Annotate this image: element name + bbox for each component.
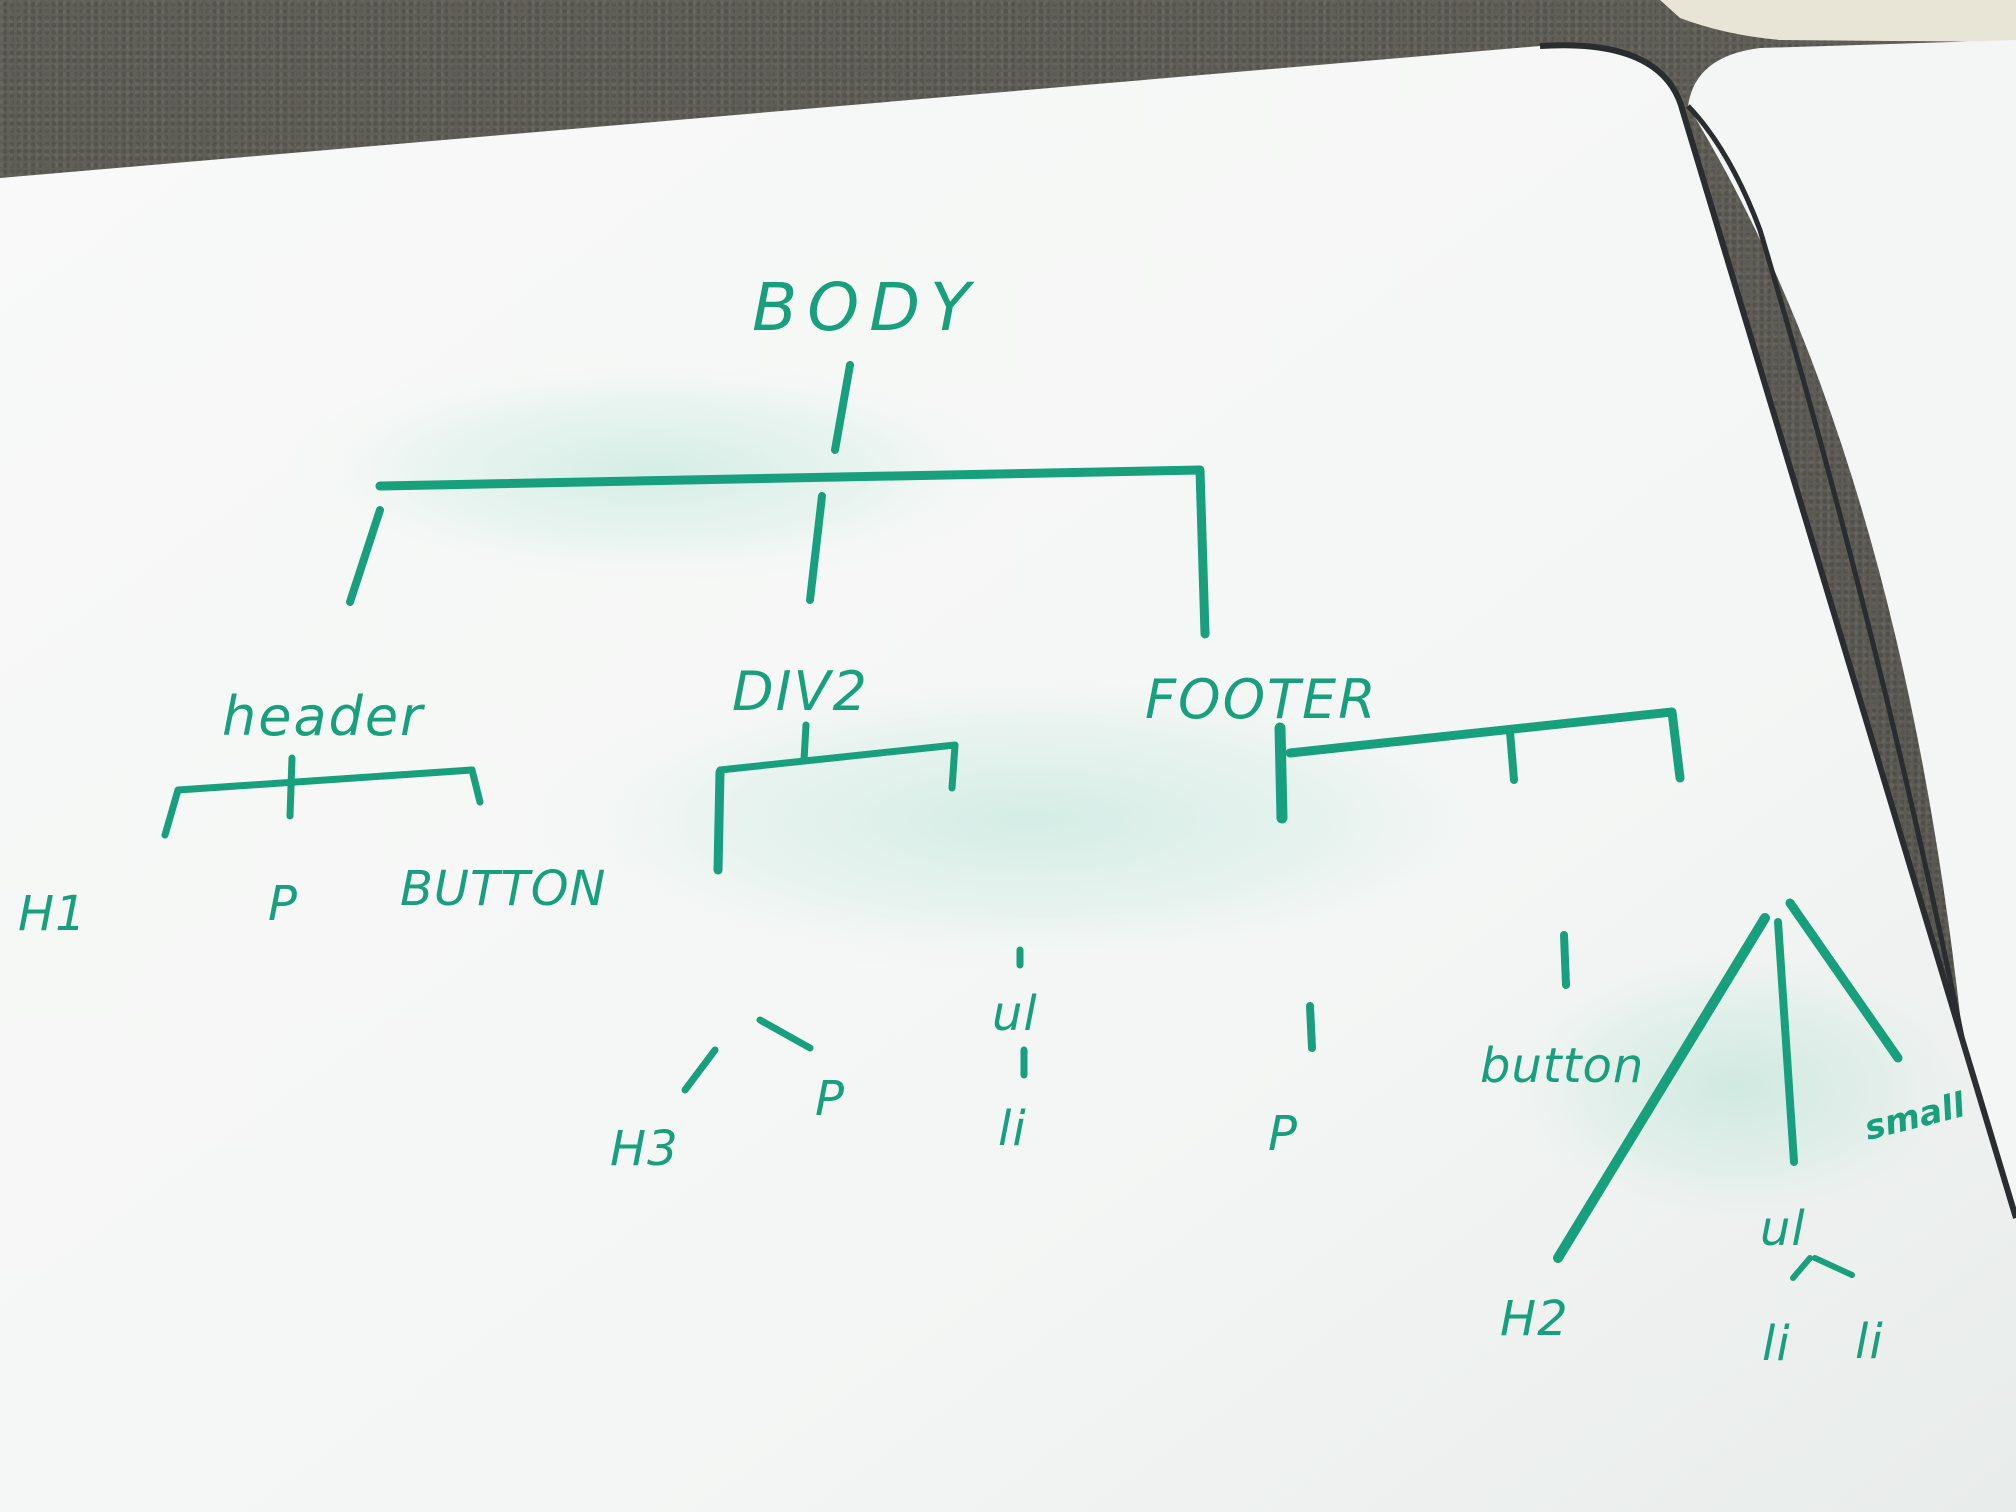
right-whiteboard xyxy=(1688,40,2016,1512)
header-p-line xyxy=(286,754,296,820)
node-footer-h2: H2 xyxy=(1500,1291,1569,1347)
footer-ul-line xyxy=(1774,918,1798,1166)
header-branch-line xyxy=(346,506,384,606)
right-whiteboard-edge xyxy=(1686,104,2016,1281)
footer-small-line xyxy=(1785,898,1903,1063)
footer-middle-line xyxy=(1506,728,1518,784)
top-branch xyxy=(375,465,1210,639)
smudge xyxy=(510,660,1550,980)
tree-trunk xyxy=(831,361,854,454)
footer-li-lines xyxy=(1790,1255,1855,1281)
node-div-li: li xyxy=(998,1101,1027,1157)
node-div-ul: ul xyxy=(992,986,1038,1042)
div-branch-line xyxy=(806,492,826,604)
div-left-line xyxy=(713,767,725,875)
footer-h2-line xyxy=(1553,913,1770,1263)
footer-button-line xyxy=(1560,931,1570,989)
div-h3-line xyxy=(681,1046,719,1094)
node-header-button: BUTTON xyxy=(400,861,606,917)
header-children-bar xyxy=(161,766,484,839)
node-footer: FOOTER xyxy=(1145,668,1378,731)
div-children-bar xyxy=(716,741,959,792)
footer-children-bar xyxy=(1285,707,1685,783)
node-footer-ul: ul xyxy=(1760,1201,1806,1257)
footer-p-line xyxy=(1306,1002,1316,1052)
smudge xyxy=(270,350,1030,590)
beige-object xyxy=(1660,0,2016,42)
node-h3: H3 xyxy=(610,1121,679,1177)
node-footer-li-1: li xyxy=(1762,1316,1791,1372)
node-h1: H1 xyxy=(18,886,87,942)
div-p-line xyxy=(756,1016,814,1052)
node-div-p: P xyxy=(815,1071,845,1127)
node-header: header xyxy=(222,685,425,748)
node-footer-button: button xyxy=(1480,1038,1644,1094)
footer-left-line xyxy=(1274,722,1288,824)
node-body: BODY xyxy=(752,269,980,346)
main-whiteboard-edge xyxy=(1539,42,2016,1219)
div-stem xyxy=(800,721,810,764)
node-header-p: P xyxy=(268,876,298,932)
node-footer-p: P xyxy=(1268,1106,1298,1162)
node-div2: DIV2 xyxy=(732,660,869,723)
node-footer-li-2: li xyxy=(1855,1314,1884,1370)
